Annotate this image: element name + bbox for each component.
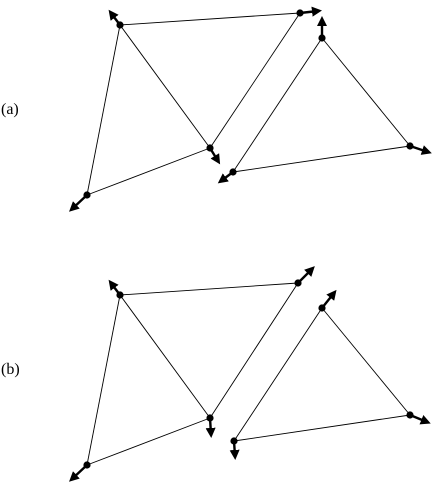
edge bbox=[119, 12, 301, 26]
edge bbox=[233, 307, 323, 442]
node bbox=[83, 191, 91, 199]
node bbox=[296, 9, 304, 17]
node bbox=[83, 461, 91, 469]
panel-label-b: (b) bbox=[1, 361, 20, 378]
node bbox=[116, 291, 124, 299]
edge bbox=[232, 145, 411, 173]
edge bbox=[232, 37, 323, 173]
node bbox=[318, 34, 326, 42]
edge bbox=[209, 282, 299, 419]
node bbox=[229, 168, 237, 176]
edge bbox=[119, 24, 211, 149]
edge bbox=[321, 37, 411, 147]
panel-a: (a) bbox=[1, 6, 432, 212]
edge bbox=[86, 294, 121, 466]
node bbox=[318, 304, 326, 312]
edge bbox=[86, 417, 211, 466]
node bbox=[294, 279, 302, 287]
panel-b: (b) bbox=[1, 266, 431, 482]
node bbox=[206, 414, 214, 422]
node bbox=[230, 437, 238, 445]
edge bbox=[86, 147, 211, 196]
edge bbox=[86, 24, 121, 196]
node bbox=[116, 21, 124, 29]
node bbox=[206, 144, 214, 152]
edge bbox=[233, 414, 411, 442]
panel-label-a: (a) bbox=[1, 101, 19, 118]
node bbox=[406, 411, 414, 419]
edge bbox=[119, 282, 299, 296]
node bbox=[406, 142, 414, 150]
edge bbox=[119, 294, 211, 419]
edge bbox=[209, 12, 301, 149]
edge bbox=[321, 307, 411, 416]
